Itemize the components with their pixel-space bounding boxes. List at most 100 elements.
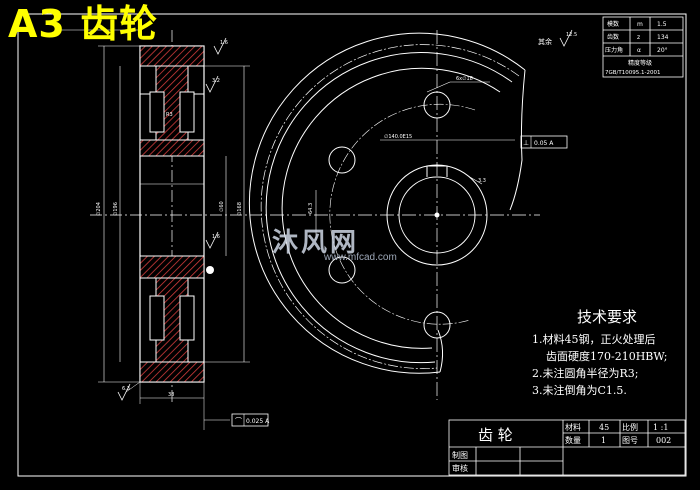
tech-line-2: 2.未注圆角半径为R3; [532,367,639,380]
break-line-top [509,69,526,211]
param-table-text: 模数 m 1.5 齿数 z 134 压力角 α 20° 精度等级 7GB/T10… [605,20,669,76]
upper-rim-hatch [139,45,205,67]
leader-bottom-left [125,381,141,393]
dim-label-bore: ∅60 [219,201,225,212]
hole-upper-left [328,146,356,174]
lower-hub-hatch [139,255,205,279]
flat-tolerance-frame: ⌒ 0.025 A [231,413,270,427]
tb-material-value: 45 [599,423,609,432]
front-view-labels: 6x∅18 ∅140.0E15 3.3 64.3 [308,76,486,214]
roughness-top [213,37,227,55]
tb-scale-value: 1 :1 [653,423,668,432]
front-view [248,30,540,400]
leader-6holes [426,81,451,93]
watermark-brand: 沐风网 [272,228,360,258]
watermark-url: www.mfcad.com [324,252,397,263]
param-sym-teeth: z [637,34,640,41]
roughness-symbols [117,29,573,401]
tech-line-1: 1.材料45钢，正火处理后 [532,333,656,346]
lower-lightening-hole [149,295,165,341]
runout-tolerance-frame: ⊥ 0.05 A [520,135,568,149]
roughness-others [559,29,573,47]
svg-text:12.5: 12.5 [566,32,577,38]
break-line-bottom [437,329,444,373]
bore-circle [398,176,476,254]
tech-line-1b: 齿面硬度170-210HBW; [546,350,668,363]
dedendum-circle [265,52,513,364]
tb-drawn-label: 制图 [452,450,468,460]
tb-drawing-no-value: 002 [656,436,671,445]
leader-keyway [467,175,483,185]
section-view [60,29,268,430]
upper-hub-hatch [139,139,205,157]
tech-line-3: 3.未注倒角为C1.5. [532,384,627,397]
tb-qty-label: 数量 [565,435,581,445]
pitch-circle [260,44,520,369]
section-dim-labels: ∅204 ∅196 ∅168 ∅60 38 R3 [96,112,243,398]
roughness-bottom [117,383,131,401]
title-block-text: 齿 轮 材料 45 比例 1 :1 数量 1 图号 002 制图 审核 [452,422,671,473]
tb-material-label: 材料 [565,422,581,432]
tb-scale-label: 比例 [622,422,638,432]
sheet-title-banner: A3 齿轮 [8,2,159,46]
param-label-teeth: 齿数 [607,33,619,41]
label-pcd: ∅140.0E15 [384,134,412,140]
title-block [448,419,686,476]
svg-text:3.2: 3.2 [212,78,220,84]
hub-outer-circle [386,164,488,266]
tech-heading: 技术要求 [576,308,637,326]
label-keyway-depth: 64.3 [308,203,314,214]
dim-label-hub: ∅168 [237,202,243,216]
lower-lightening-hole-2 [179,295,195,341]
addendum-circle [248,32,526,374]
hole-top [423,91,451,119]
bore-center [434,212,440,218]
dim-label-web: R3 [166,112,173,118]
runout-value: 0.05 A [534,140,554,147]
param-label-module: 模数 [607,20,619,28]
datum-letter: A [208,268,212,274]
roughness-bore [205,231,219,249]
roughness-values: 1.6 3.2 1.6 6.3 12.5 [122,32,577,392]
tb-part-name: 齿 轮 [478,426,513,444]
param-sym-angle: α [637,47,641,54]
accuracy-value: 7GB/T10095.1-2001 [605,70,660,76]
tb-checked-label: 审核 [452,463,468,473]
svg-text:1.6: 1.6 [212,234,220,240]
accuracy-label: 精度等级 [628,59,652,67]
watermark-logo: 沐风网 www.mfcad.com [272,222,397,263]
rim-inner-circle [281,67,501,349]
keyway [426,165,448,177]
dim-label-rd: ∅196 [113,202,119,216]
lower-rim-hatch [139,361,205,383]
label-keyway: 3.3 [478,178,486,184]
param-sym-module: m [637,21,643,28]
sheet-border [17,13,687,477]
gear-param-table [602,16,684,78]
dim-label-width: 38 [168,392,174,398]
param-label-angle: 压力角 [605,46,623,54]
param-val-module: 1.5 [657,21,667,28]
upper-lightening-hole-2 [179,91,195,133]
hole-lower-left [328,256,356,284]
param-val-teeth: 134 [657,34,669,41]
roughness-face [205,75,219,93]
others-roughness-label: 其余 [538,37,552,46]
technical-requirements: 技术要求 1.材料45钢，正火处理后 齿面硬度170-210HBW; 2.未注圆… [532,306,682,399]
upper-lightening-hole [149,91,165,133]
runout-symbol: ⊥ [523,139,529,147]
flat-tol-symbol: ⌒ [235,417,242,425]
hole-bottom [423,311,451,339]
hole-pcd-circle [329,103,476,325]
label-6holes: 6x∅18 [456,76,473,82]
tb-drawing-no-label: 图号 [622,436,638,445]
svg-text:1.6: 1.6 [220,40,228,46]
dim-label-od: ∅204 [96,202,102,216]
svg-text:6.3: 6.3 [122,386,130,392]
datum-marker [206,266,214,274]
param-val-angle: 20° [657,47,668,54]
flat-tol-value: 0.025 A [246,418,270,425]
tb-qty-value: 1 [601,436,606,445]
